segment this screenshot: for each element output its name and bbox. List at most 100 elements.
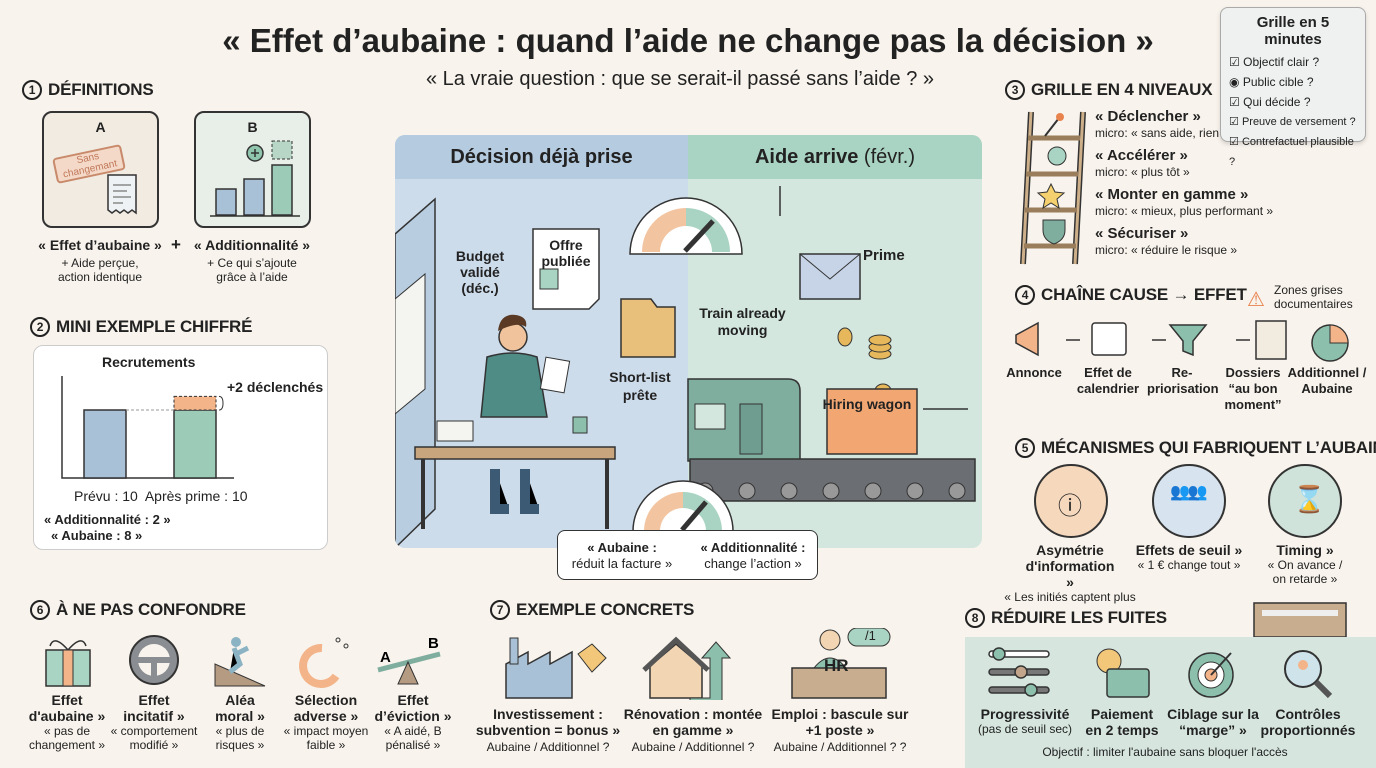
warning-icon: ⚠ [1247,289,1265,311]
person-at-desk [480,314,571,514]
level-item: « Sécuriser »micro: « réduire le risque … [1095,225,1238,257]
brace [218,395,224,411]
hiring-wagon [826,388,918,455]
threshold-group-icon [1152,464,1226,538]
gauge-caption: « Aubaine :réduit la facture » « Additio… [557,530,818,580]
offre-label: Offre publiée [541,237,591,269]
magnet-icon [299,637,349,688]
mechanism-item: Asymétrie d'information »« Les initiés c… [1004,542,1136,604]
checkbox-icon: ☑ [1229,116,1239,128]
checklist-item: ☑ Qui décide ? [1229,95,1311,109]
leak-reduction-icons [988,647,1333,699]
leak-item: Paiement en 2 temps [1085,706,1159,738]
stopwatch-icon [1047,146,1067,166]
gauge-top-icon [629,197,743,255]
budget-document [395,272,426,415]
shortlist-label: Short-list prête [609,369,671,403]
left-header: Décision déjà prise [395,135,688,179]
svg-text:B: B [428,635,439,652]
chain-step: Dossiers “au bon moment” [1224,365,1282,412]
house-icon [642,636,732,700]
leak-footer: Objectif : limiter l'aubaine sans bloque… [1042,745,1288,759]
receipt-icon [107,174,137,215]
funnel-icon [1168,324,1208,357]
page-subtitle: « La vraie question : que se serait-il p… [425,68,935,90]
sliders-icon [988,647,1050,697]
mechanism-item: Timing »« On avance / on retarde » [1267,542,1343,586]
definition-card-b: B [194,111,311,228]
checklist-title: Grille en 5 minutes [1256,14,1330,48]
checklist-box: Grille en 5 minutes ☑ Objectif clair ? ◉… [1220,7,1366,168]
bar-Prévu [83,409,127,479]
examples-icons [505,628,891,700]
confusion-icons: AB [45,635,441,688]
checklist-items: ☑ Objectif clair ? ◉ Public cible ? ☑ Qu… [1229,52,1357,172]
bar-Après prime [173,409,217,479]
hourglass-symbol: ⌛ [1293,484,1326,514]
folder-icon [620,298,676,358]
position-badge: /1 [865,628,876,643]
steering-wheel-icon [129,635,179,685]
level-item: « Monter en gamme »micro: « mieux, plus … [1095,186,1274,218]
card-letter: A [95,119,106,135]
leak-item: Progressivité(pas de seuil sec) [977,706,1073,736]
additionnalite-value: « Additionnalité : 2 » [44,512,171,527]
central-scene: Décision déjà prise Aide arrive (févr.) … [395,135,982,548]
budget-label: Budget validé (déc.) [455,248,505,296]
scene-illustration [395,186,976,548]
paper-stack [436,420,474,442]
star-icon [1036,182,1066,210]
target-icon [1188,652,1234,698]
megaphone-icon [1015,321,1039,357]
aubaine-desc: + Aide perçue,action identique [57,256,143,284]
checklist-item: ☑ Preuve de versement ? [1229,116,1356,128]
levels-list: « Déclencher »micro: « sans aide, rien «… [1095,108,1273,264]
growth-bars-icon [210,140,300,217]
confusion-item: Effet d’éviction »« A aidé, B pénalisé » [374,692,452,752]
chain-step: Re-priorisation [1147,365,1219,396]
level-item: « Accélérer »micro: « plus tôt » [1095,147,1190,179]
chain-step: Additionnel / Aubaine [1287,365,1367,396]
plus-sign: + [171,235,181,254]
level-item: « Déclencher »micro: « sans aide, rien [1095,108,1220,140]
confusion-item: Aléa moral »« plus de risques » [215,692,265,752]
leak-item: Contrôles proportionnés [1260,706,1356,738]
factory-icon [505,637,607,699]
definition-card-a: A Sans changemant [42,111,159,228]
envelope-icon [799,253,861,300]
confusion-item: Sélection adverse »« impact moyen faible… [283,692,369,752]
hr-label: HR [824,656,849,675]
checkbox-icon: ☑ [1229,55,1240,69]
checkbox-icon: ☑ [1229,136,1239,148]
additionnalite-label: « Additionnalité » [193,237,311,253]
checkbox-icon: ☑ [1229,95,1240,109]
hourglass-icon [1268,464,1342,538]
leak-item: Ciblage sur la “marge” » [1167,706,1259,738]
clipboard-icon [1255,320,1287,360]
seesaw-icon: AB [377,635,441,685]
checklist-item: ☑ Objectif clair ? [1229,55,1320,69]
aubaine-value: « Aubaine : 8 » [51,528,143,543]
prime-label: Prime [863,247,905,264]
recrutements-chart [61,376,234,479]
magnifier-icon [1284,650,1333,699]
example-item: Investissement : subvention = bonus »Aub… [475,706,621,754]
chain-step: Effet de calendrier [1076,365,1140,396]
people-symbol: 👥👥 [1170,484,1208,501]
confusion-item: Effet d'aubaine »« pas de changement » [28,692,106,752]
hr-desk-icon [791,628,891,699]
user-icon: ◉ [1229,75,1240,89]
gauge-bottom-icon [632,480,734,532]
arrow-up-icon [689,641,732,700]
mini-chart-box: Recrutements +2 déclenchés Prévu : 10 Ap… [33,345,328,550]
warning-label: Zones grises documentaires [1274,283,1353,311]
chart-annotation: +2 déclenchés [227,379,324,395]
chain-step: Annonce [1006,365,1062,380]
